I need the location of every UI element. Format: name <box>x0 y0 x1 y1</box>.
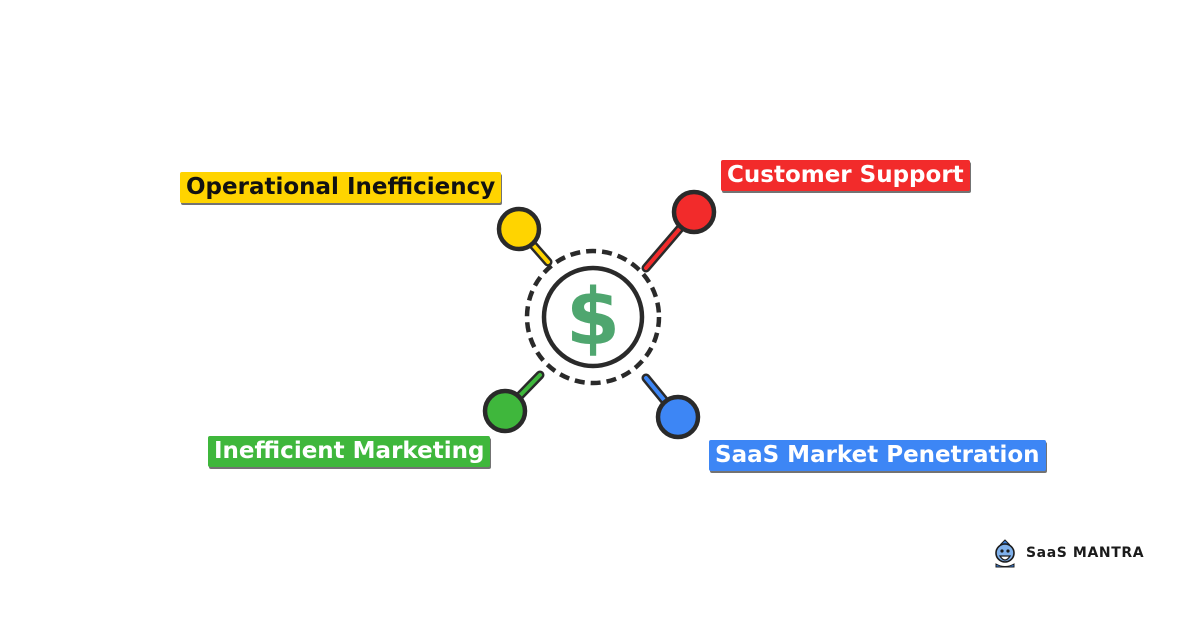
logo-text: SaaS MANTRA <box>1026 545 1145 561</box>
knob-operational-inefficiency <box>496 206 542 252</box>
label-inefficient-marketing: Inefficient Marketing <box>208 436 491 467</box>
mascot-icon <box>995 539 1015 568</box>
label-saas-market-penetration: SaaS Market Penetration <box>709 440 1046 471</box>
label-customer-support: Customer Support <box>721 160 970 191</box>
hub-inner-ring <box>541 265 645 369</box>
label-operational-inefficiency: Operational Inefficiency <box>180 172 502 203</box>
brand-logo[interactable]: SaaS MANTRA <box>990 538 1144 568</box>
knob-saas-market-penetration <box>655 394 701 440</box>
knob-inefficient-marketing <box>482 388 528 434</box>
knob-customer-support <box>671 189 717 235</box>
dollar-icon: $ <box>566 273 620 363</box>
